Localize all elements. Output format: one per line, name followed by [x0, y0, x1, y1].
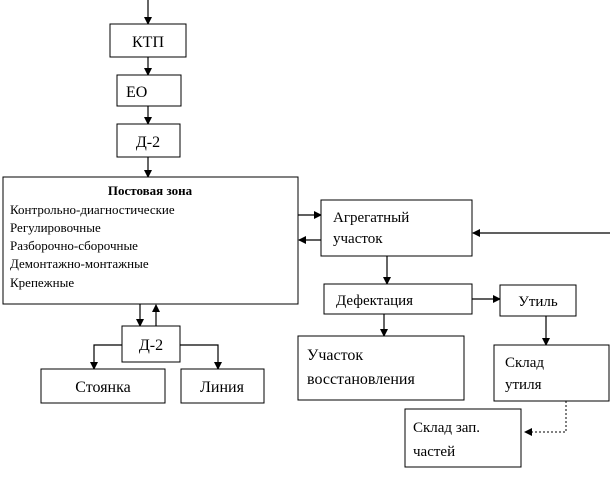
node-ktp: КТП — [109, 23, 187, 58]
node-aggregate-label-line2: участок — [333, 231, 383, 247]
node-defect: Дефектация — [323, 283, 473, 315]
node-parts-store-label-line1: Склад зап. — [413, 420, 480, 436]
node-recovery: Участок восстановления — [297, 335, 465, 401]
post-zone-item: Крепежные — [10, 275, 74, 290]
node-ktp-label: КТП — [132, 34, 164, 51]
node-aggregate-label-line1: Агрегатный — [333, 210, 409, 226]
node-defect-label: Дефектация — [336, 293, 413, 309]
node-eo-label: ЕО — [126, 84, 147, 101]
node-parts-store-label-line2: частей — [413, 444, 455, 460]
node-line-label: Линия — [200, 379, 245, 396]
node-parking: Стоянка — [40, 368, 166, 404]
node-parking-label: Стоянка — [75, 379, 131, 396]
node-scrap-store-label-line1: Склад — [505, 355, 544, 371]
node-scrap-store: Склад утиля — [493, 344, 610, 402]
node-scrap: Утиль — [499, 284, 577, 317]
node-aggregate: Агрегатный участок — [320, 199, 473, 257]
arrow-d2-to-parking — [90, 344, 122, 370]
node-d2-bottom-label: Д-2 — [139, 337, 163, 354]
node-parts-store: Склад зап. частей — [404, 408, 522, 468]
node-eo: ЕО — [116, 74, 182, 107]
node-post-zone: Постовая зона Контрольно-диагностические… — [2, 176, 299, 305]
dashed-arrow-scrap-store-to-parts-store — [524, 401, 567, 436]
post-zone-item: Демонтажно-монтажные — [10, 256, 149, 271]
node-recovery-label-line2: восстановления — [307, 371, 415, 388]
node-line: Линия — [180, 368, 265, 404]
post-zone-item: Регулировочные — [10, 220, 101, 235]
post-zone-title: Постовая зона — [108, 183, 193, 198]
arrow-d2-to-line — [180, 344, 222, 370]
node-d2-bottom: Д-2 — [121, 325, 181, 363]
node-d2-top: Д-2 — [116, 123, 181, 158]
node-scrap-label: Утиль — [518, 294, 558, 310]
node-recovery-label-line1: Участок — [307, 347, 363, 364]
node-scrap-store-label-line2: утиля — [505, 377, 542, 393]
connectors — [90, 0, 610, 436]
post-zone-item: Контрольно-диагностические — [10, 202, 175, 217]
node-d2-top-label: Д-2 — [136, 134, 160, 151]
post-zone-item: Разборочно-сборочные — [10, 238, 138, 253]
